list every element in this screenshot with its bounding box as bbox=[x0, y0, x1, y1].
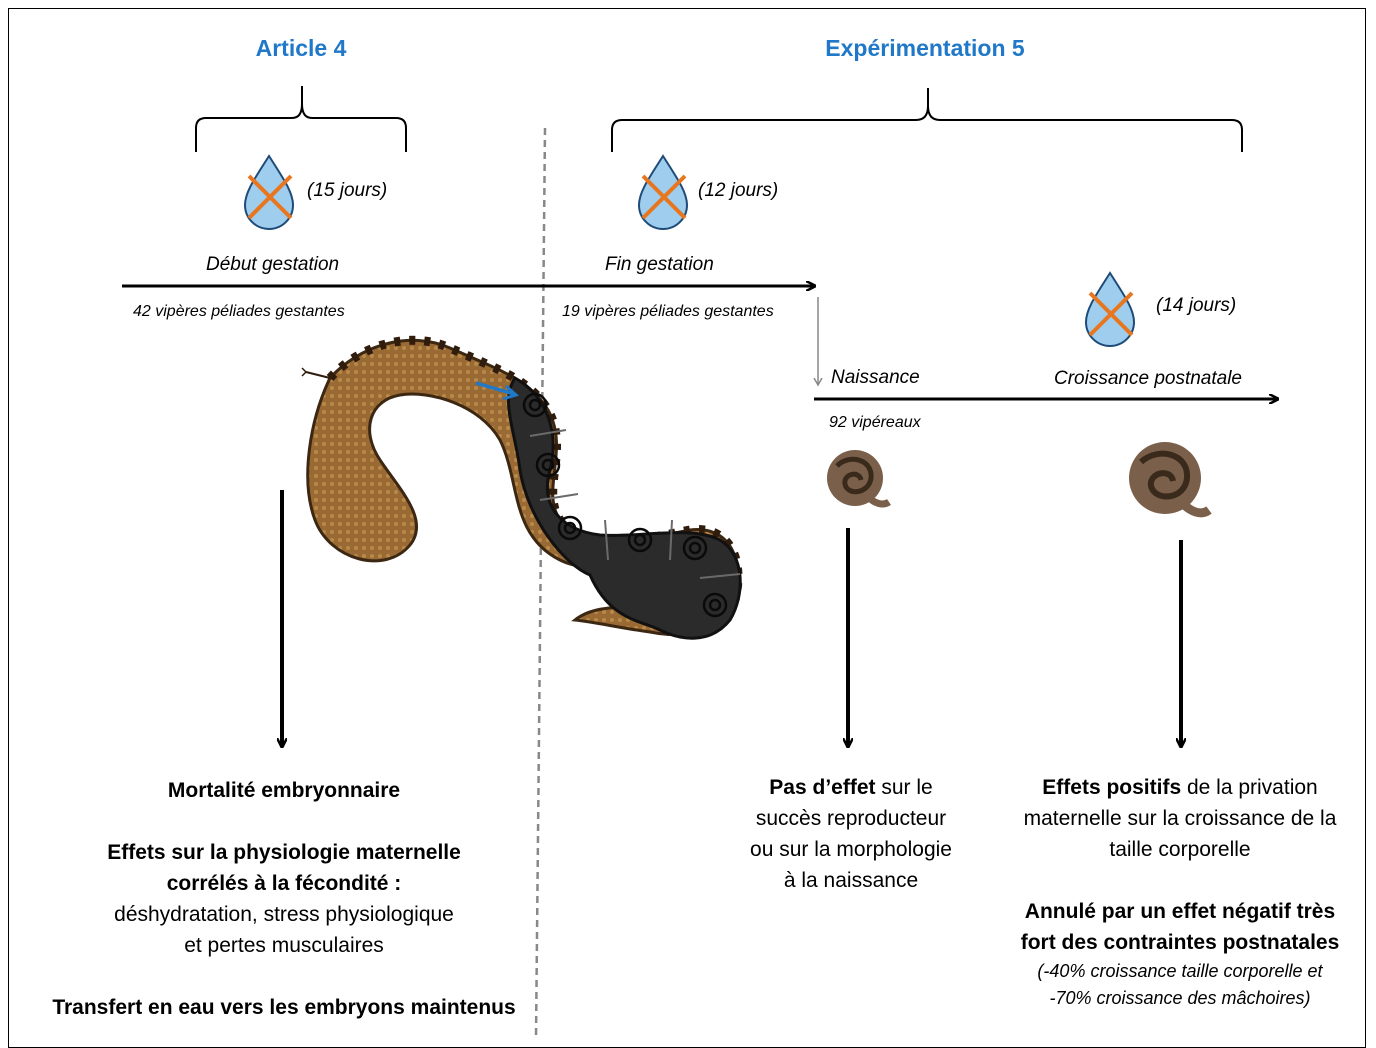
duration-12-days: (12 jours) bbox=[698, 180, 779, 201]
result-pertes-musculaires: et pertes musculaires bbox=[184, 934, 384, 957]
label-fin-gestation: Fin gestation bbox=[605, 254, 714, 275]
result-succes: succès reproducteur bbox=[755, 807, 947, 830]
count-92-juveniles: 92 vipéreaux bbox=[829, 414, 921, 431]
result-pas-effet-suffix: sur le bbox=[875, 776, 933, 799]
divider-line bbox=[534, 127, 547, 1037]
count-42-vipers: 42 vipères péliades gestantes bbox=[133, 303, 345, 320]
pregnant-viper-illustration bbox=[301, 335, 743, 640]
result-effets-positifs-suffix: de la privation bbox=[1181, 776, 1318, 799]
result-deshydratation: déshydratation, stress physiologique bbox=[114, 903, 454, 926]
result-taille: taille corporelle bbox=[1109, 838, 1251, 861]
result-effets-positifs: Effets positifs bbox=[1042, 776, 1182, 799]
no-water-icon bbox=[243, 154, 295, 230]
brace-experimentation bbox=[611, 88, 1243, 152]
result-contraintes: fort des contraintes postnatales bbox=[1020, 931, 1340, 954]
label-debut-gestation: Début gestation bbox=[206, 254, 340, 275]
results-middle: Pas d’effet sur le succès reproducteur o… bbox=[750, 772, 952, 896]
no-water-icon bbox=[1084, 271, 1136, 347]
result-morphologie: ou sur la morphologie bbox=[750, 838, 952, 861]
result-croissance: maternelle sur la croissance de la bbox=[1023, 807, 1337, 830]
label-croissance-postnatale: Croissance postnatale bbox=[1054, 368, 1242, 389]
duration-15-days: (15 jours) bbox=[307, 180, 388, 201]
result-mortalite: Mortalité embryonnaire bbox=[167, 779, 401, 802]
results-right: Effets positifs de la privation maternel… bbox=[1021, 772, 1340, 1012]
duration-14-days: (14 jours) bbox=[1156, 295, 1237, 316]
result-pas-effet: Pas d’effet bbox=[769, 776, 876, 799]
results-left: Mortalité embryonnaire Effets sur la phy… bbox=[52, 775, 515, 1023]
heading-experimentation: Expérimentation 5 bbox=[825, 35, 1025, 61]
label-naissance: Naissance bbox=[831, 367, 920, 388]
grown-viper-icon bbox=[1129, 442, 1212, 518]
result-note-70: -70% croissance des mâchoires) bbox=[1049, 988, 1311, 1008]
count-19-vipers: 19 vipères péliades gestantes bbox=[562, 303, 774, 320]
result-note-40: (-40% croissance taille corporelle et bbox=[1037, 961, 1323, 981]
juvenile-viper-icon bbox=[827, 450, 891, 508]
brace-article bbox=[195, 86, 407, 152]
result-naissance: à la naissance bbox=[783, 869, 919, 892]
heading-article: Article 4 bbox=[255, 35, 347, 61]
no-water-icon bbox=[637, 154, 689, 230]
result-transfert-eau: Transfert en eau vers les embryons maint… bbox=[52, 996, 516, 1019]
result-annule: Annulé par un effet négatif très bbox=[1024, 900, 1336, 923]
result-fecondite: corrélés à la fécondité : bbox=[166, 872, 402, 895]
result-physiologie: Effets sur la physiologie maternelle bbox=[107, 841, 461, 864]
